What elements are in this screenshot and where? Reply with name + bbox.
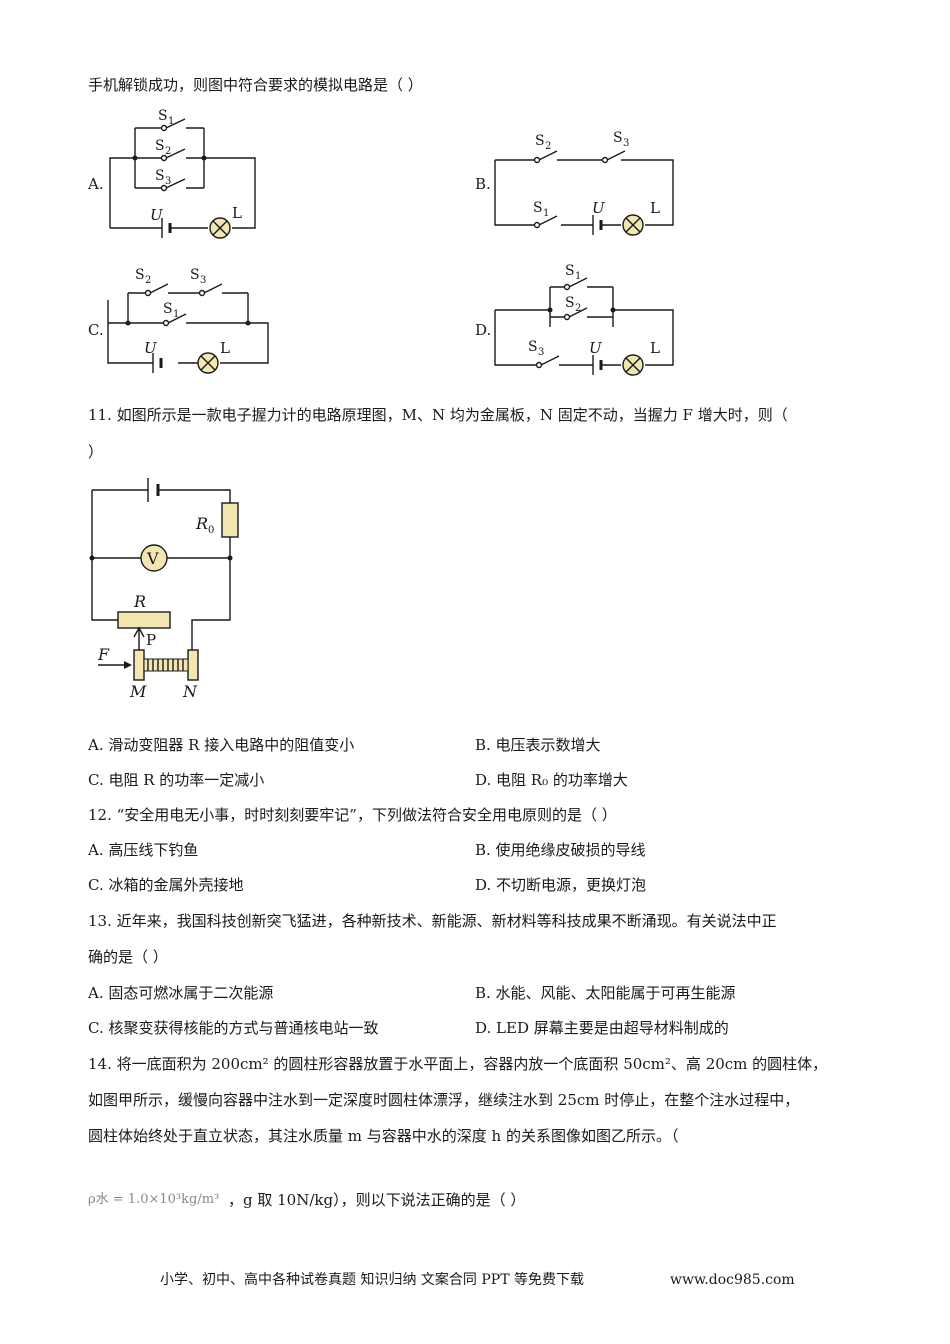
- switch-s1: [533, 215, 558, 229]
- switch-s3: [160, 178, 204, 192]
- q14-line3: 圆柱体始终处于直立状态，其注水质量 m 与容器中水的深度 h 的关系图像如图乙所…: [88, 1127, 679, 1145]
- label-s1: S: [565, 263, 575, 279]
- switch-s3: [198, 283, 223, 297]
- switch-s2: [160, 148, 204, 162]
- footer-text: 小学、初中、高中各种试卷真题 知识归纳 文案合同 PPT 等免费下载: [160, 1272, 584, 1288]
- label-n: N: [182, 682, 198, 701]
- svg-text:3: 3: [165, 176, 171, 187]
- switch-s3: [535, 355, 560, 369]
- label-s1: S: [533, 200, 543, 216]
- q12-option-d: D. 不切断电源，更换灯泡: [475, 876, 647, 894]
- svg-text:3: 3: [538, 347, 544, 358]
- lamp-icon: [209, 217, 231, 239]
- label-s3: S: [528, 339, 538, 355]
- q11-option-b: B. 电压表示数增大: [475, 736, 601, 754]
- q10-option-b-label: B.: [475, 175, 491, 193]
- q11-option-c: C. 电阻 R 的功率一定减小: [88, 771, 265, 789]
- label-u: U: [144, 339, 158, 357]
- q13-stem-line2: 确的是（ ）: [88, 948, 168, 966]
- q12-stem: 12. “安全用电无小事，时时刻刻要牢记”，下列做法符合安全用电原则的是（ ）: [88, 806, 617, 824]
- label-s3: S: [613, 130, 623, 146]
- plate-n: [187, 649, 199, 681]
- q11-stem-line2: ）: [88, 443, 104, 461]
- switch-s2: [563, 307, 588, 321]
- label-r0: R: [195, 514, 208, 533]
- label-p: P: [146, 631, 156, 649]
- q10-intro: 手机解锁成功，则图中符合要求的模拟电路是（ ）: [88, 76, 423, 94]
- voltmeter-icon: V: [140, 544, 168, 572]
- label-r: R: [133, 592, 146, 611]
- q14-density-formula: ρ水 = 1.0×10³kg/m³: [88, 1192, 220, 1207]
- spring-icon: [143, 658, 189, 672]
- label-l: L: [220, 339, 230, 357]
- svg-text:1: 1: [575, 271, 581, 282]
- grip-meter-circuit-diagram: V R 0 R P F M N: [89, 478, 239, 701]
- svg-text:1: 1: [168, 116, 174, 127]
- label-l: L: [232, 204, 242, 222]
- label-s2: S: [155, 138, 165, 154]
- q10-option-d-label: D.: [475, 321, 492, 339]
- svg-text:V: V: [146, 549, 159, 568]
- q12-option-c: C. 冰箱的金属外壳接地: [88, 876, 244, 894]
- resistor-r0: [221, 502, 239, 538]
- footer-url[interactable]: www.doc985.com: [670, 1272, 795, 1288]
- switch-s1: [160, 118, 204, 132]
- q11-stem-line1: 11. 如图所示是一款电子握力计的电路原理图，M、N 均为金属板，N 固定不动，…: [88, 406, 788, 424]
- q13-option-d: D. LED 屏幕主要是由超导材料制成的: [475, 1019, 729, 1037]
- label-s3: S: [190, 267, 200, 283]
- switch-s1: [563, 277, 588, 291]
- q12-option-b: B. 使用绝缘皮破损的导线: [475, 841, 646, 859]
- q14-line4: ，g 取 10N/kg），则以下说法正确的是（ ）: [228, 1191, 526, 1209]
- switch-s2: [533, 150, 558, 164]
- q14-line2: 如图甲所示，缓慢向容器中注水到一定深度时圆柱体漂浮，继续注水到 25cm 时停止…: [88, 1091, 800, 1109]
- q13-option-b: B. 水能、风能、太阳能属于可再生能源: [475, 984, 736, 1002]
- label-l: L: [650, 199, 660, 217]
- q12-option-a: A. 高压线下钓鱼: [88, 841, 199, 859]
- q10-option-c-label: C.: [88, 321, 104, 339]
- switch-s3: [601, 150, 626, 164]
- slide-resistor-r: [117, 611, 171, 629]
- svg-text:2: 2: [545, 141, 551, 152]
- lamp-icon: [622, 354, 644, 376]
- label-l: L: [650, 339, 660, 357]
- label-s1: S: [158, 108, 168, 124]
- plate-m: [133, 649, 145, 681]
- svg-text:2: 2: [145, 275, 151, 286]
- q14-line1: 14. 将一底面积为 200cm² 的圆柱形容器放置于水平面上，容器内放一个底面…: [88, 1055, 828, 1073]
- svg-text:1: 1: [173, 309, 179, 320]
- switch-s2: [144, 283, 169, 297]
- q11-option-a: A. 滑动变阻器 R 接入电路中的阻值变小: [88, 736, 355, 754]
- lamp-icon: [197, 352, 219, 374]
- svg-text:3: 3: [200, 275, 206, 286]
- label-u: U: [589, 339, 603, 357]
- label-s2: S: [135, 267, 145, 283]
- label-s2: S: [565, 295, 575, 311]
- label-s3: S: [155, 168, 165, 184]
- svg-text:3: 3: [623, 138, 629, 149]
- svg-text:2: 2: [575, 303, 581, 314]
- svg-text:0: 0: [208, 525, 214, 536]
- label-s2: S: [535, 133, 545, 149]
- label-f: F: [97, 645, 110, 664]
- label-u: U: [592, 199, 606, 217]
- q13-stem-line1: 13. 近年来，我国科技创新突飞猛进，各种新技术、新能源、新材料等科技成果不断涌…: [88, 912, 777, 930]
- svg-text:1: 1: [543, 208, 549, 219]
- lamp-icon: [622, 214, 644, 236]
- q11-option-d: D. 电阻 R₀ 的功率增大: [475, 771, 628, 789]
- label-m: M: [129, 682, 147, 701]
- q10-option-a-label: A.: [88, 175, 104, 193]
- q13-option-a: A. 固态可燃冰属于二次能源: [88, 984, 274, 1002]
- q13-option-c: C. 核聚变获得核能的方式与普通核电站一致: [88, 1019, 379, 1037]
- label-s1: S: [163, 301, 173, 317]
- svg-text:2: 2: [165, 146, 171, 157]
- switch-s1: [162, 313, 187, 327]
- label-u: U: [150, 206, 164, 224]
